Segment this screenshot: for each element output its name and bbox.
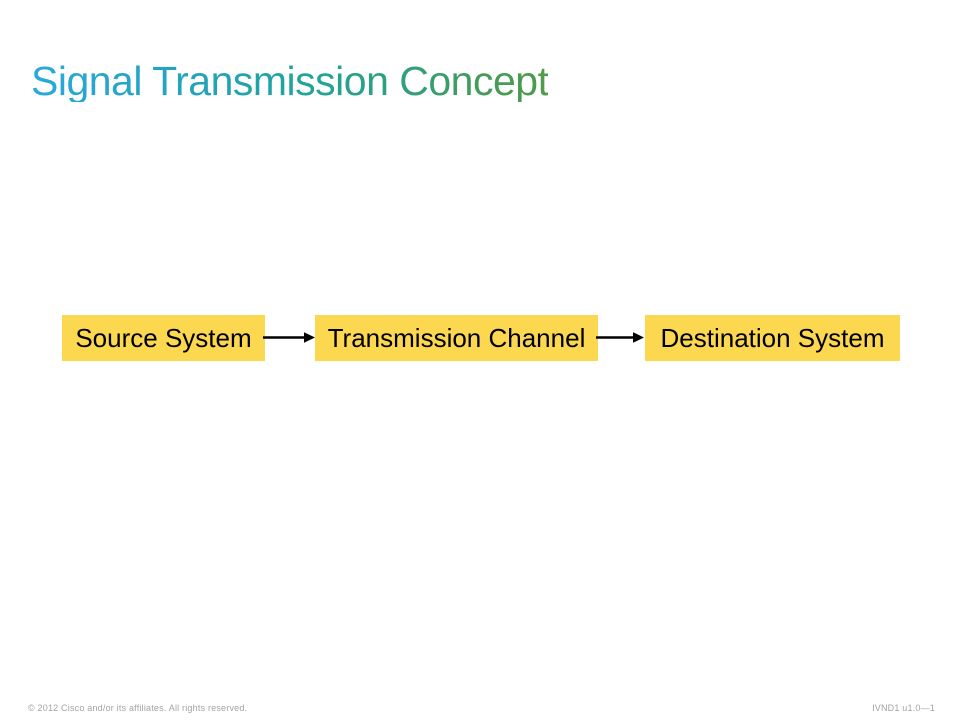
slide-title: Signal Transmission Concept: [31, 58, 549, 104]
footer-course-code: IVND1 u1.0—1: [872, 703, 935, 713]
node-source-system: Source System: [62, 315, 265, 361]
arrow-right-icon: [263, 332, 315, 343]
node-destination-system: Destination System: [645, 315, 900, 361]
node-transmission-channel: Transmission Channel: [315, 315, 598, 361]
footer-copyright: © 2012 Cisco and/or its affiliates. All …: [28, 703, 248, 713]
arrow-right-icon: [596, 332, 644, 343]
